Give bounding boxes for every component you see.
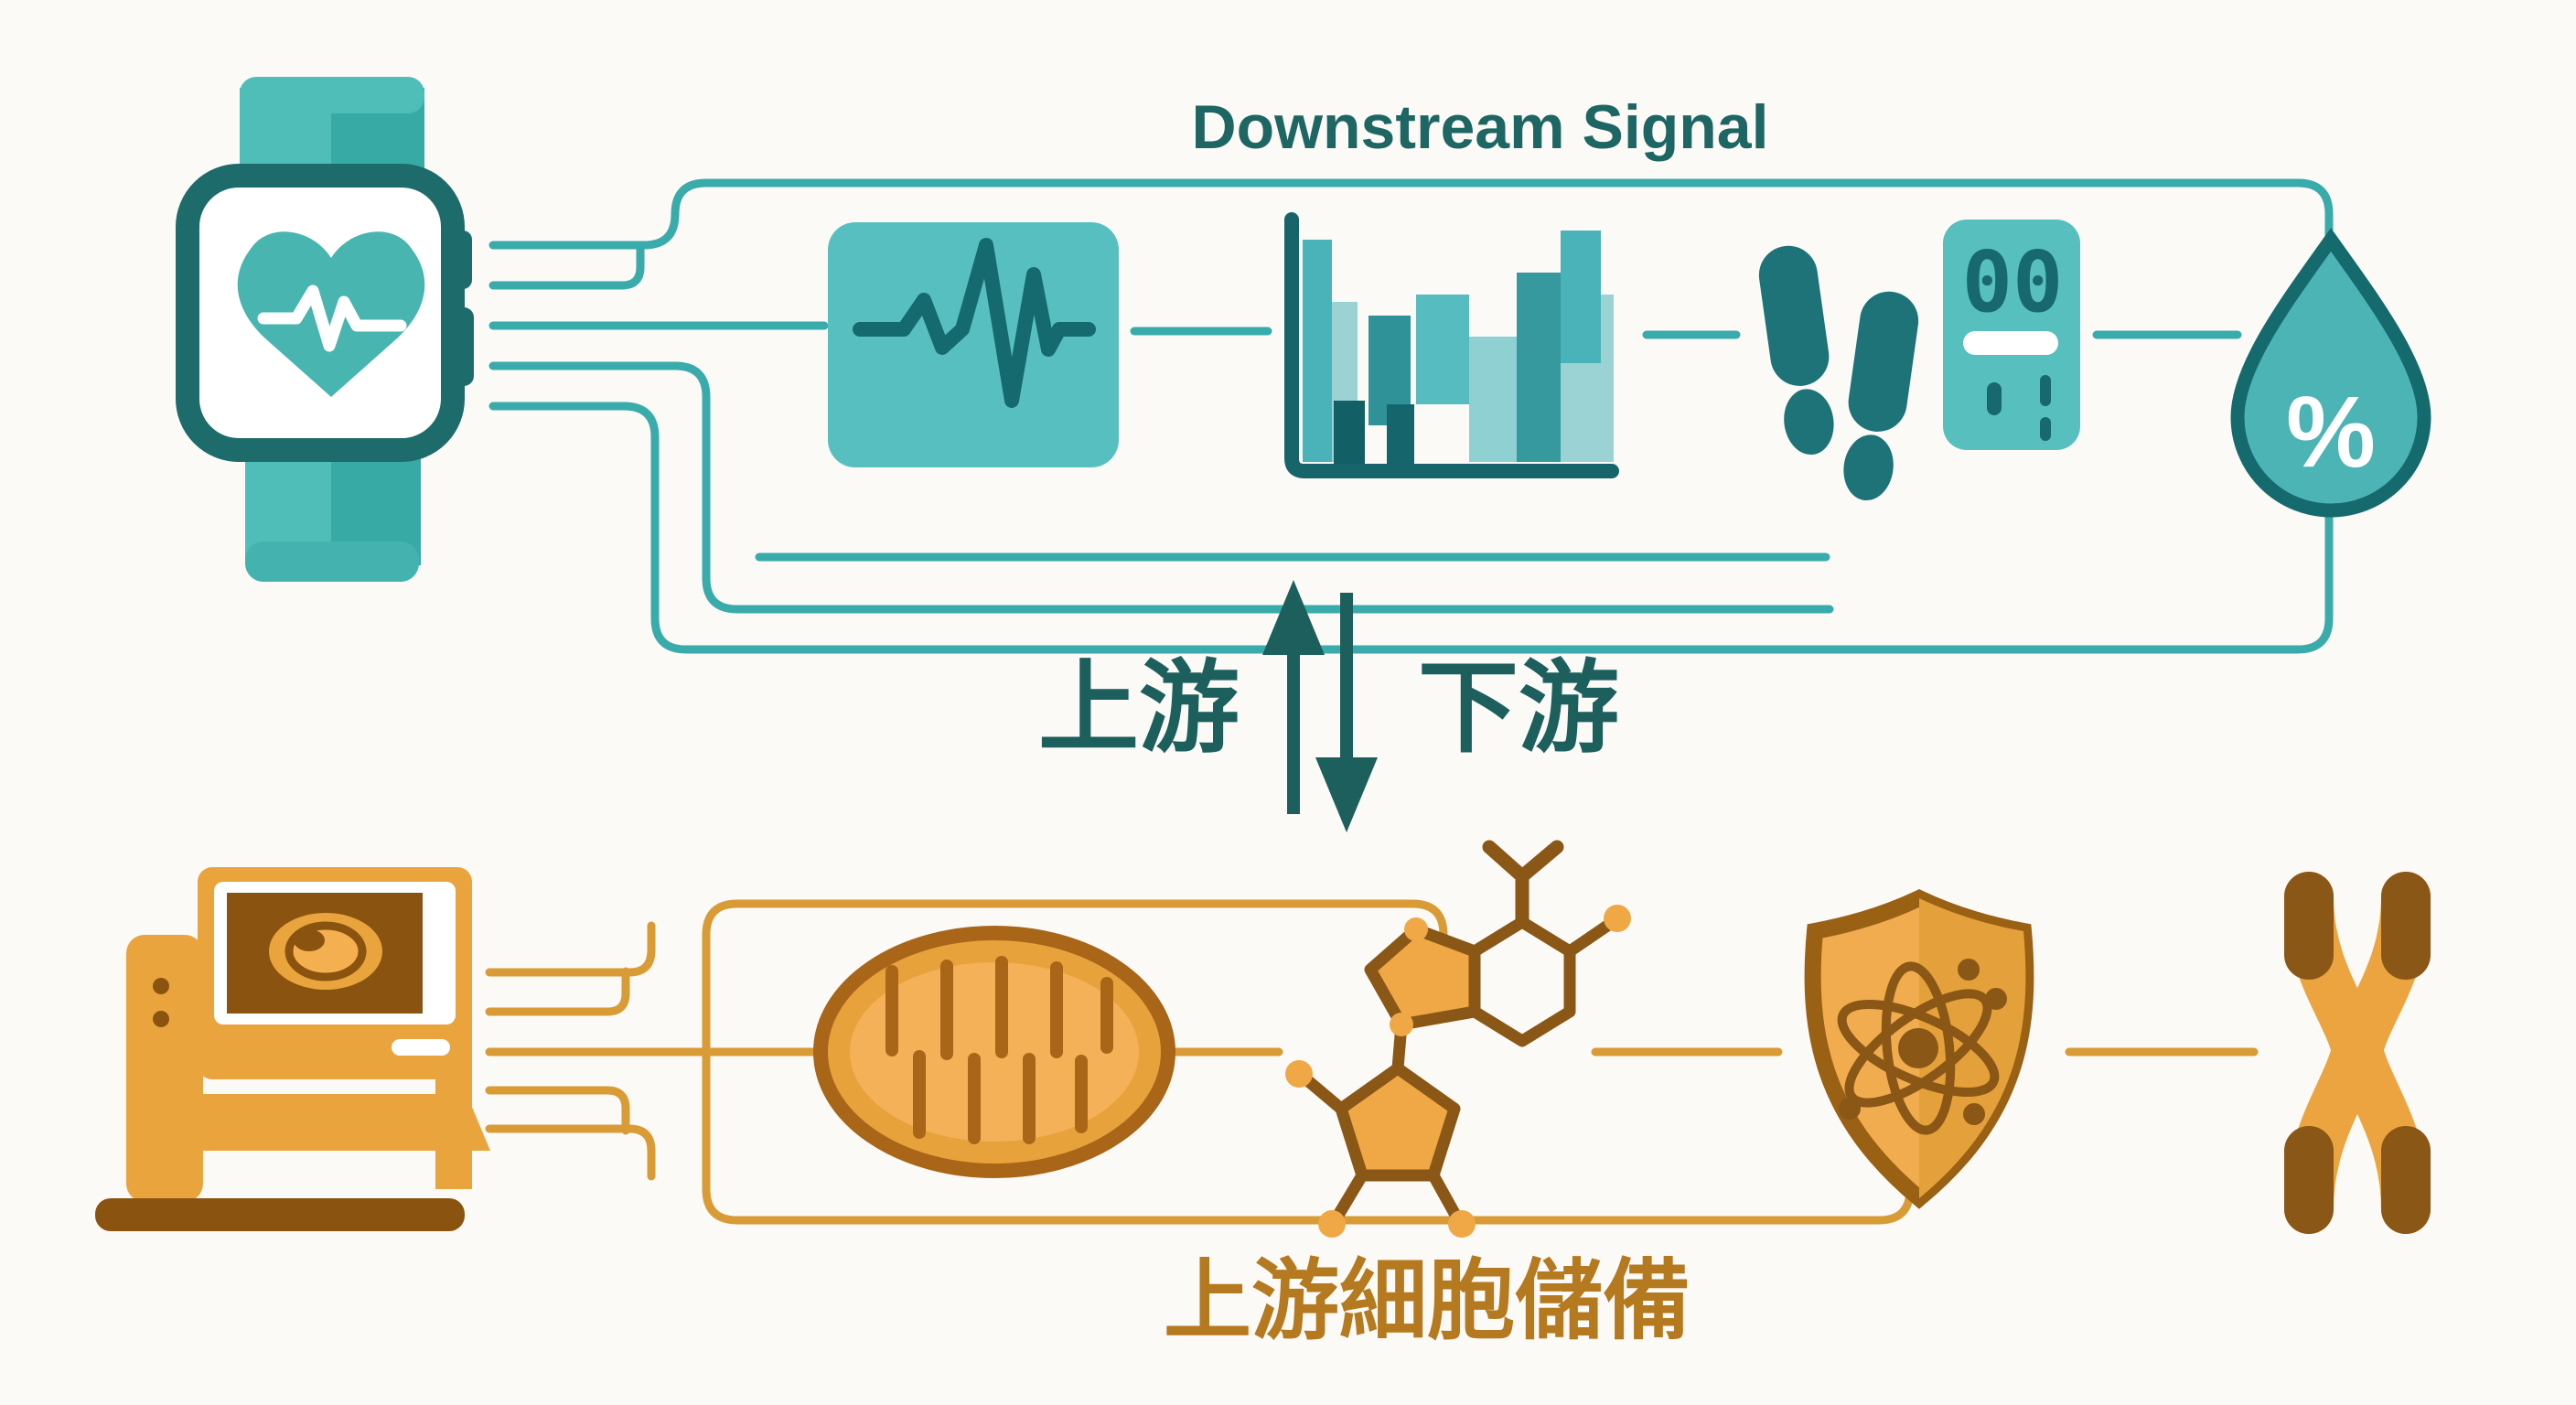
pedometer-icon: 00 — [1943, 220, 2080, 450]
atom-icon — [1837, 959, 2007, 1135]
chromosome-icon — [2284, 872, 2431, 1234]
downstream-signal-section: Downstream Signal — [176, 77, 2431, 654]
down-arrow-icon — [1315, 593, 1378, 832]
ecg-pulse-icon — [828, 222, 1119, 467]
nucleotide-molecule-icon — [1285, 840, 1631, 1238]
up-arrow-icon — [1262, 580, 1325, 814]
downstream-signal-title: Downstream Signal — [1191, 92, 1768, 162]
footsteps-icon — [1758, 245, 1919, 501]
pedometer-value: 00 — [1962, 233, 2064, 331]
shield-atom-icon — [1804, 889, 2034, 1209]
hydration-drop-icon: % — [2230, 228, 2431, 518]
heart-icon — [237, 231, 425, 397]
downstream-signal-traces — [488, 178, 2334, 654]
cell-analysis-computer-icon — [95, 867, 490, 1231]
hydration-percent-symbol: % — [2286, 376, 2376, 488]
mitochondria-icon — [813, 926, 1175, 1178]
bar-chart-icon — [1284, 212, 1619, 478]
upstream-label: 上游 — [1038, 652, 1240, 765]
smartwatch-heart-rate-icon — [176, 77, 474, 582]
upstream-reserve-caption: 上游細胞儲備 — [1164, 1252, 1690, 1350]
upstream-reserve-traces — [485, 899, 2259, 1225]
upstream-downstream-arrows: 上游 下游 — [1038, 580, 1619, 832]
upstream-reserve-section: 上游細胞儲備 — [95, 840, 2431, 1350]
downstream-label: 下游 — [1418, 652, 1619, 765]
cell-image — [269, 913, 382, 990]
